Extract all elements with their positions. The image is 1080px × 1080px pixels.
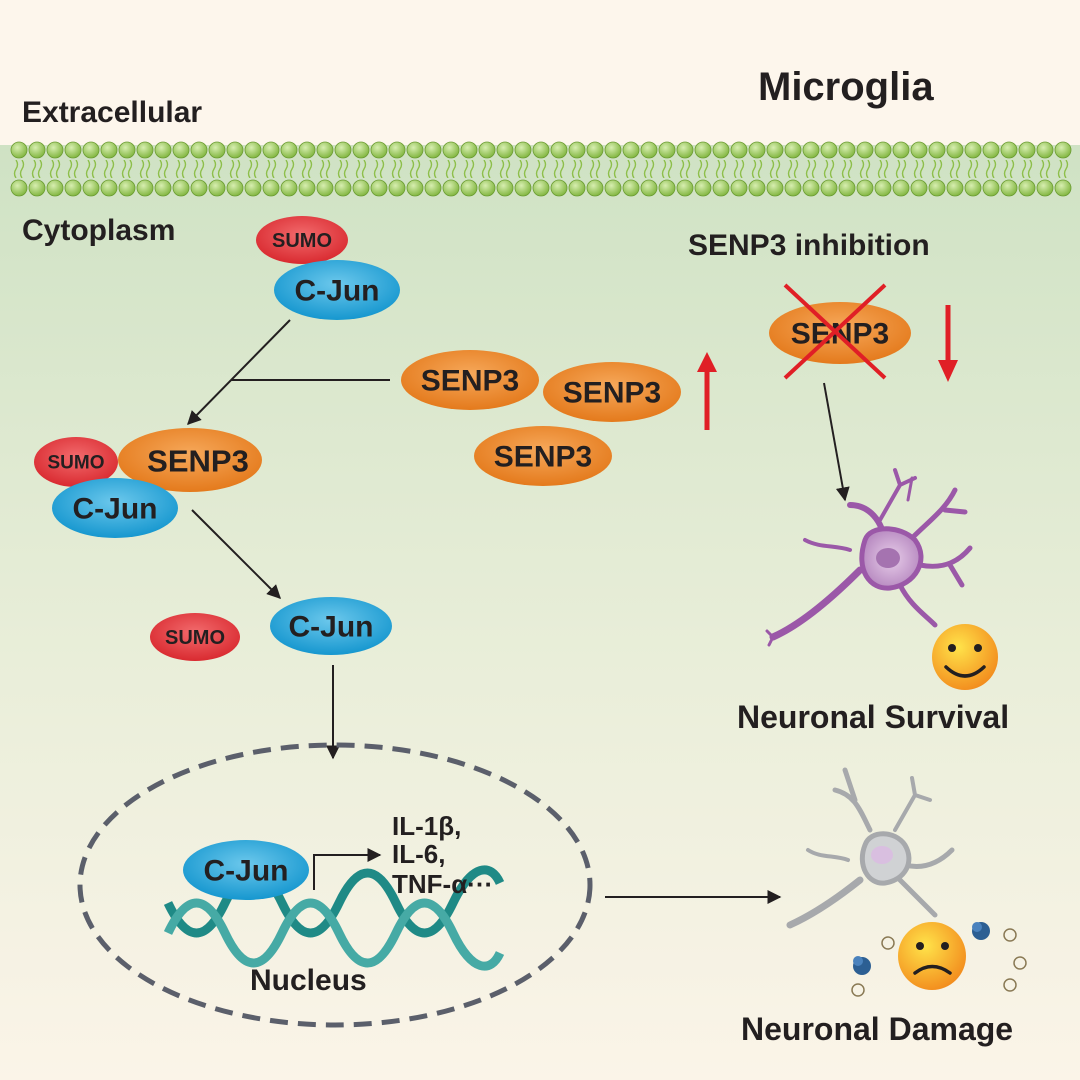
free-sumo: SUMO: [150, 613, 240, 661]
cytokine-tnfa: TNF-α···: [392, 869, 493, 899]
label-senp3-inhibition: SENP3 inhibition: [688, 229, 930, 262]
label-extracellular: Extracellular: [22, 96, 202, 129]
cjun-label: C-Jun: [73, 493, 158, 526]
cjun-label: C-Jun: [204, 855, 289, 888]
cell-debris: [851, 922, 1027, 997]
cjun-label: C-Jun: [289, 611, 374, 644]
cytokine-il1b: IL-1β,: [392, 811, 461, 841]
free-cjun: C-Jun: [270, 597, 392, 655]
smiling-face-icon: [932, 624, 998, 690]
label-neuronal-damage: Neuronal Damage: [741, 1011, 1013, 1047]
lipid-bilayer-membrane: [10, 140, 1072, 198]
nucleus-boundary: [77, 742, 593, 1028]
red-down-arrow-icon: [938, 305, 958, 382]
arrow-to-neuronal-survival: [823, 382, 850, 502]
nuclear-cjun: C-Jun: [183, 840, 309, 900]
red-up-arrow-icon: [697, 352, 717, 430]
senp3-label: SENP3: [494, 441, 592, 474]
label-cytoplasm: Cytoplasm: [22, 214, 175, 247]
healthy-neuron: [765, 468, 973, 647]
senp3-inhibited: SENP3: [769, 283, 911, 380]
dna-helix: [163, 865, 505, 971]
frowning-face-icon: [898, 922, 966, 990]
title-microglia: Microglia: [758, 65, 934, 109]
sumo-label: SUMO: [48, 453, 105, 474]
label-nucleus: Nucleus: [250, 964, 367, 997]
sumo-label: SUMO: [272, 230, 332, 252]
arrow-to-senp3-complex: [187, 319, 291, 425]
arrow-to-free-cjun: [191, 509, 281, 599]
senp3-label: SENP3: [563, 377, 661, 410]
red-x-icon: [783, 283, 887, 380]
damaged-neuron: [786, 767, 955, 929]
sumo-cjun-complex-top: SUMO C-Jun: [256, 216, 400, 320]
cjun-label: C-Jun: [295, 275, 380, 308]
cytokine-il6: IL-6,: [392, 839, 445, 869]
transcription-arrow: [313, 848, 382, 890]
senp3-label: SENP3: [421, 365, 519, 398]
sumo-label: SUMO: [165, 627, 225, 649]
extracellular-area: [0, 0, 1080, 145]
cytokine-list: IL-1β, IL-6, TNF-α···: [392, 811, 493, 899]
senp3-label: SENP3: [147, 444, 249, 479]
sumo-senp3-cjun-complex: SENP3 SUMO C-Jun: [34, 428, 262, 538]
label-neuronal-survival: Neuronal Survival: [737, 699, 1009, 735]
senp3-cluster: SENP3 SENP3 SENP3: [401, 350, 681, 486]
